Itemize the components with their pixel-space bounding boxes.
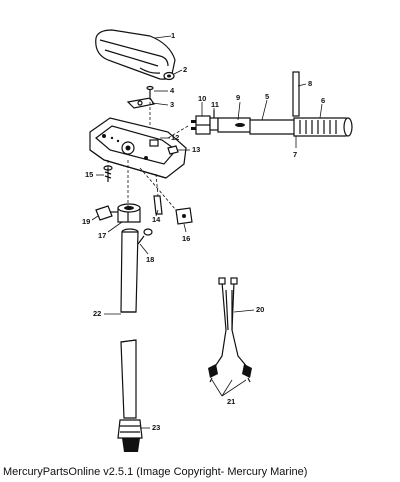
callout-22: 22 — [93, 309, 101, 318]
part-4-screw — [146, 85, 154, 97]
callout-1: 1 — [171, 31, 175, 40]
callout-10: 10 — [198, 94, 206, 103]
part-1-top-cover — [95, 29, 176, 80]
callout-9: 9 — [236, 93, 240, 102]
part-3-clip — [126, 97, 155, 109]
callout-21: 21 — [227, 397, 235, 406]
callout-5: 5 — [265, 92, 269, 101]
callout-3: 3 — [170, 100, 174, 109]
part-17-collar — [117, 203, 141, 223]
callout-19: 19 — [82, 217, 90, 226]
image-caption: MercuryPartsOnline v2.5.1 (Image Copyrig… — [3, 466, 308, 478]
part-23-coupling — [117, 419, 143, 452]
callout-8: 8 — [308, 79, 312, 88]
callout-12: 12 — [171, 133, 179, 142]
callout-16: 16 — [182, 234, 190, 243]
callout-23: 23 — [152, 423, 160, 432]
part-5-handle-shaft — [249, 119, 297, 135]
part-22-shaft — [120, 228, 139, 419]
part-16-clamp — [175, 207, 193, 225]
part-2-knob — [163, 71, 175, 81]
callout-2: 2 — [183, 65, 187, 74]
callout-4: 4 — [170, 86, 175, 95]
part-20-wire-harness — [213, 277, 249, 369]
callout-labels: 1 2 3 4 5 6 7 8 9 10 11 12 13 14 15 16 1… — [82, 31, 325, 432]
assembly-lines — [107, 97, 189, 211]
callout-13: 13 — [192, 145, 200, 154]
part-10-switch — [191, 115, 211, 135]
part-18-bolt — [137, 228, 153, 245]
callout-7: 7 — [293, 150, 297, 159]
callout-6: 6 — [321, 96, 325, 105]
part-6-grip — [293, 117, 353, 137]
callout-17: 17 — [98, 231, 106, 240]
part-11-connector — [209, 110, 219, 131]
callout-20: 20 — [256, 305, 264, 314]
callout-leaders — [91, 35, 323, 429]
exploded-parts-diagram: 1 2 3 4 5 6 7 8 9 10 11 12 13 14 15 16 1… — [82, 29, 353, 452]
part-19-knob — [95, 205, 118, 221]
part-15-bolt — [103, 165, 113, 182]
part-14-pin — [153, 195, 163, 215]
part-9-handle-tube — [217, 117, 253, 133]
part-13-clip — [167, 145, 179, 155]
callout-14: 14 — [152, 215, 161, 224]
part-8-pin — [292, 71, 300, 117]
callout-18: 18 — [146, 255, 154, 264]
callout-15: 15 — [85, 170, 93, 179]
part-21-clips — [208, 364, 252, 383]
callout-11: 11 — [211, 100, 219, 109]
